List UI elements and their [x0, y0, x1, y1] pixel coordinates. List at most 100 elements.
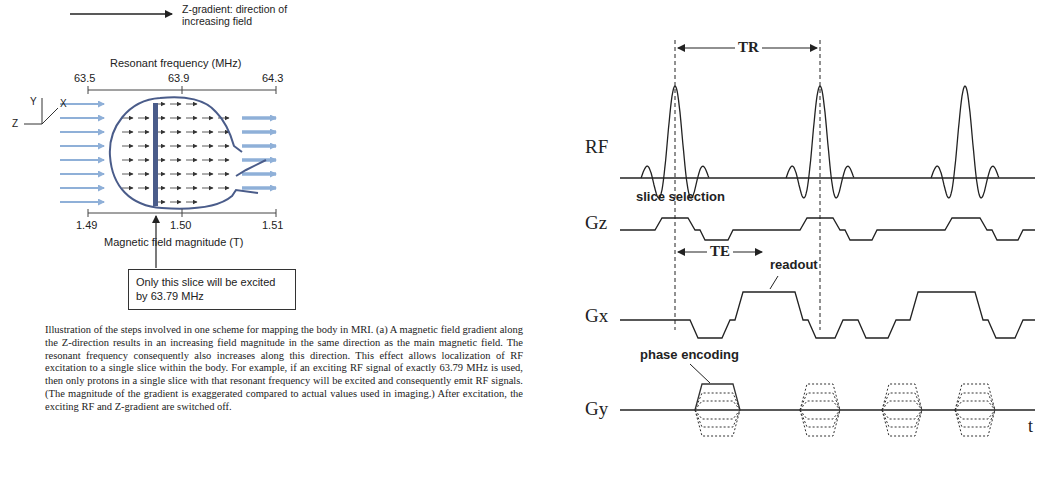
field-arrow	[242, 144, 276, 148]
phase-encoding-step	[955, 410, 995, 427]
text-label: slice selection	[636, 190, 725, 205]
phase-encoding-step	[800, 401, 840, 410]
spin-arrow	[202, 132, 213, 133]
text-label: Gy	[585, 398, 608, 420]
spin-arrow	[138, 160, 149, 161]
text-label: Resonant frequency (MHz)	[110, 57, 241, 70]
field-arrow	[60, 117, 104, 119]
phase-encoding-step	[800, 410, 840, 427]
phase-encoding-step	[955, 384, 995, 410]
text-label: 63.9	[168, 72, 189, 85]
spin-arrow	[122, 132, 133, 133]
spin-arrow	[218, 132, 229, 133]
leader-line	[770, 276, 778, 289]
phase-encoding-step	[800, 410, 840, 436]
phase-encoding-step	[882, 410, 922, 427]
spin-arrow	[122, 146, 133, 147]
text-label: Z	[12, 118, 18, 130]
phase-encoding-step	[800, 393, 840, 410]
spin-arrow	[202, 174, 213, 175]
spin-arrow	[170, 104, 181, 105]
field-arrow	[60, 173, 104, 175]
text-label: TE	[707, 243, 733, 260]
phase-encoding-step	[882, 410, 922, 419]
spin-arrow	[186, 160, 197, 161]
spin-arrow	[218, 146, 229, 147]
field-arrow	[242, 186, 276, 190]
spin-arrow	[170, 174, 181, 175]
spin-arrow	[186, 174, 197, 175]
spin-arrow	[170, 202, 181, 203]
spin-arrow	[186, 104, 197, 105]
phase-encoding-step	[955, 410, 995, 419]
spin-arrow	[186, 132, 197, 133]
field-arrow	[60, 131, 104, 133]
text-label: 1.51	[262, 219, 283, 232]
leader-line	[690, 364, 710, 383]
spin-arrow	[138, 118, 149, 119]
rf-baseline	[620, 177, 1035, 178]
text-label: 1.49	[76, 219, 97, 232]
phase-encoding-step	[695, 410, 740, 436]
spin-arrow	[202, 160, 213, 161]
spin-arrow	[122, 188, 133, 189]
field-arrow	[60, 159, 104, 161]
phase-encoding-step	[695, 393, 740, 410]
field-arrow	[242, 116, 276, 120]
text-label: 64.3	[262, 72, 283, 85]
field-arrow	[242, 130, 276, 134]
callout-box: Only this slice will be excited by 63.79…	[128, 269, 296, 310]
spin-arrow	[138, 146, 149, 147]
head-outline	[110, 97, 266, 209]
figure-caption: Illustration of the steps involved in on…	[45, 324, 523, 414]
text-label: RF	[585, 136, 608, 158]
text-label: readout	[770, 258, 818, 273]
text-label: Y	[30, 96, 37, 108]
spin-arrow	[122, 160, 133, 161]
axes	[24, 98, 58, 124]
text-label: t	[1028, 416, 1033, 437]
phase-encoding-step	[955, 401, 995, 410]
gradient-arrow	[70, 13, 172, 15]
phase-encoding-step	[695, 410, 740, 427]
spin-arrow	[186, 118, 197, 119]
text-label: Magnetic field magnitude (T)	[104, 236, 243, 249]
spin-arrow	[218, 188, 229, 189]
phase-encoding-step	[882, 401, 922, 410]
text-label: X	[60, 98, 67, 110]
phase-encoding-step	[695, 384, 740, 410]
gz-waveform	[620, 218, 1035, 240]
phase-encoding-lobes	[695, 384, 995, 436]
spin-arrow	[186, 146, 197, 147]
rf-pulses	[641, 86, 999, 198]
field-arrow	[60, 201, 104, 203]
spin-arrow	[170, 188, 181, 189]
spin-arrow	[122, 174, 133, 175]
rf-pulse	[931, 86, 999, 198]
spin-arrow	[218, 174, 229, 175]
gx-waveform	[620, 292, 1035, 338]
text-label: Gz	[585, 212, 607, 234]
phase-encoding-step	[800, 384, 840, 410]
spin-arrow	[138, 174, 149, 175]
time-marker	[675, 40, 676, 330]
spin-arrow	[218, 160, 229, 161]
spin-arrow	[170, 132, 181, 133]
text-label: 1.50	[170, 219, 191, 232]
phase-encoding-step	[800, 410, 840, 419]
text-label: 63.5	[74, 72, 95, 85]
callout-text: Only this slice will be excited by 63.79…	[136, 275, 288, 304]
spin-arrow	[170, 146, 181, 147]
spin-arrow	[170, 118, 181, 119]
text-label: phase encoding	[640, 348, 739, 363]
phase-encoding-step	[695, 410, 740, 419]
spin-arrow	[186, 188, 197, 189]
text-label: TR	[735, 39, 762, 56]
excited-slice	[153, 103, 158, 206]
phase-encoding-step	[955, 410, 995, 436]
text-label: Z-gradient: direction of increasing fiel…	[182, 3, 300, 27]
gy-baseline	[620, 409, 1035, 410]
field-arrow	[242, 158, 276, 162]
spin-arrow	[170, 160, 181, 161]
